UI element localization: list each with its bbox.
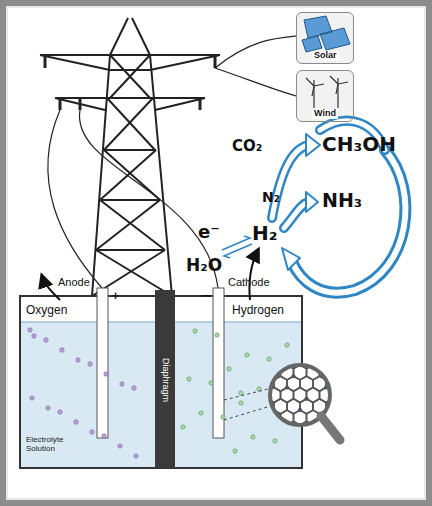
chemical-formula: − [200,288,212,303]
frame [3,3,429,503]
chemical-formula: NH₃ [322,190,362,211]
electrolyzer-tank [20,288,302,468]
magnifier [224,354,354,440]
gas-arrow [42,276,60,300]
wind-turbine-icon [296,70,354,122]
chemical-formula: CO₂ [232,138,262,155]
chemical-formula: N₂ [262,190,280,205]
solar-panel-icon [296,12,354,64]
equilibrium-arrows [222,236,252,258]
part-label: Electrolyte Solution [26,436,84,454]
power-lines [48,36,296,288]
chemical-formula: CH₃OH [322,133,396,155]
part-label: Cathode [228,276,270,288]
gas-arrow [249,250,258,300]
chemical-formula: H₂O [186,256,222,275]
source-box: Wind [296,70,354,122]
pylon [40,18,220,296]
part-label: Anode [58,276,90,288]
diaphragm-label: Diaphragm [160,358,170,402]
source-label: Solar [312,51,339,61]
insulators [45,55,215,110]
bubbles [28,328,289,458]
chemical-formula: e⁻ [198,222,220,242]
part-label: + [112,290,119,303]
cycle-arrowheads [282,134,320,270]
source-label: Wind [312,109,338,119]
chemical-formula: H₂ [252,222,278,244]
cycle-arrows [272,121,405,293]
part-label: Hydrogen [232,304,284,317]
frame-inner [7,7,425,499]
part-label: Oxygen [26,304,67,317]
source-box: Solar [296,12,354,64]
